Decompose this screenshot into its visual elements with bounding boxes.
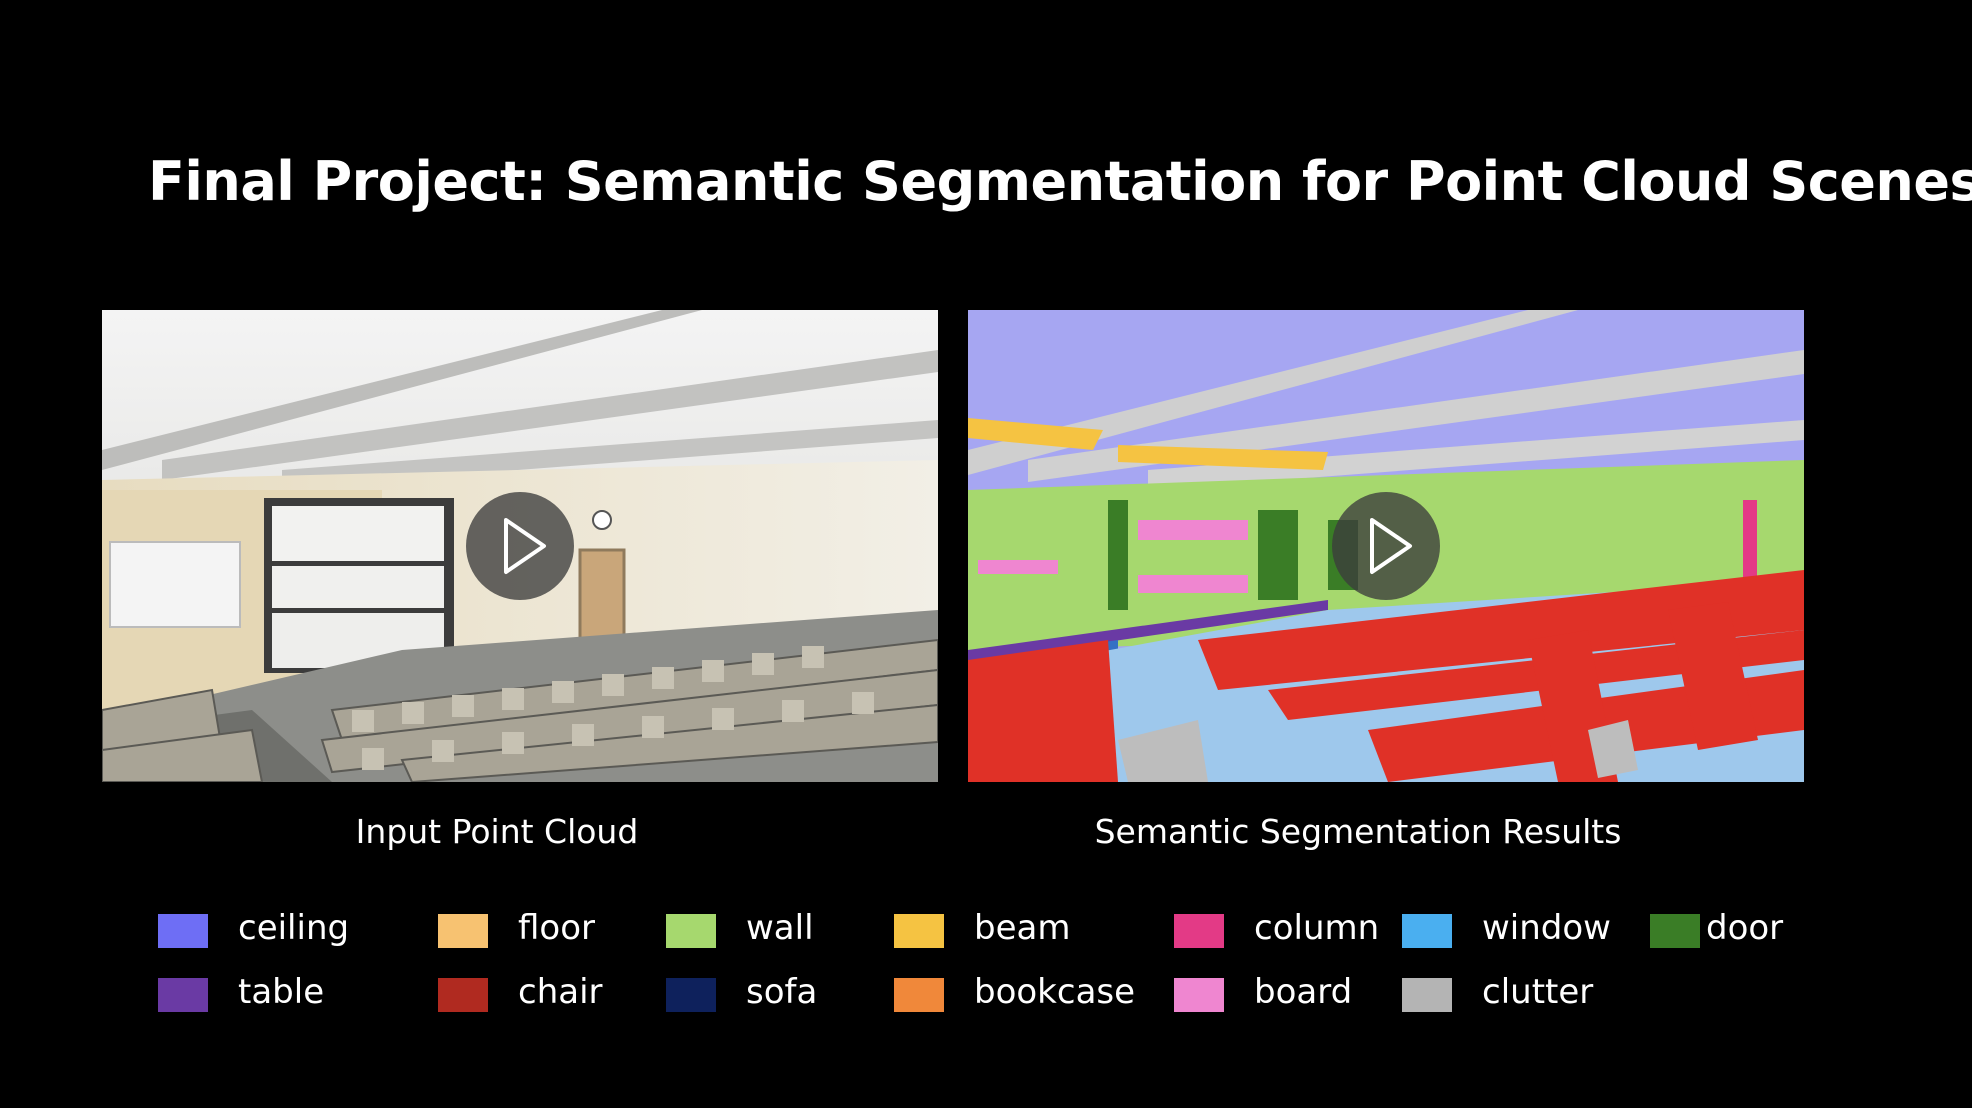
legend-swatch-wall [666,914,716,948]
legend-label-beam: beam [974,908,1071,948]
legend-swatch-door [1650,914,1700,948]
play-button[interactable] [1332,492,1440,600]
legend-swatch-bookcase [894,978,944,1012]
input-point-cloud-image [102,310,938,782]
input-point-cloud-video[interactable] [102,310,938,782]
legend-label-table: table [238,972,325,1012]
legend-swatch-column [1174,914,1224,948]
legend-swatch-ceiling [158,914,208,948]
play-icon [504,518,546,574]
page-title: Final Project: Semantic Segmentation for… [148,150,1972,213]
legend-label-board: board [1254,972,1353,1012]
segmentation-results-video[interactable] [968,310,1804,782]
legend-label-ceiling: ceiling [238,908,350,948]
legend-swatch-board [1174,978,1224,1012]
legend-swatch-clutter [1402,978,1452,1012]
class-legend: ceiling floor wall beam column window door tabl… [0,900,1972,1030]
legend-label-chair: chair [518,972,603,1012]
legend-label-door: door [1706,908,1784,948]
segmentation-results-caption: Semantic Segmentation Results [1094,812,1622,851]
legend-label-window: window [1482,908,1611,948]
legend-swatch-chair [438,978,488,1012]
legend-swatch-beam [894,914,944,948]
legend-label-column: column [1254,908,1380,948]
legend-label-clutter: clutter [1482,972,1594,1012]
play-button[interactable] [466,492,574,600]
legend-label-sofa: sofa [746,972,818,1012]
legend-swatch-sofa [666,978,716,1012]
input-point-cloud-caption: Input Point Cloud [355,812,639,851]
legend-swatch-table [158,978,208,1012]
legend-swatch-floor [438,914,488,948]
legend-label-floor: floor [518,908,595,948]
play-icon [1370,518,1412,574]
legend-swatch-window [1402,914,1452,948]
legend-label-bookcase: bookcase [974,972,1136,1012]
legend-label-wall: wall [746,908,814,948]
